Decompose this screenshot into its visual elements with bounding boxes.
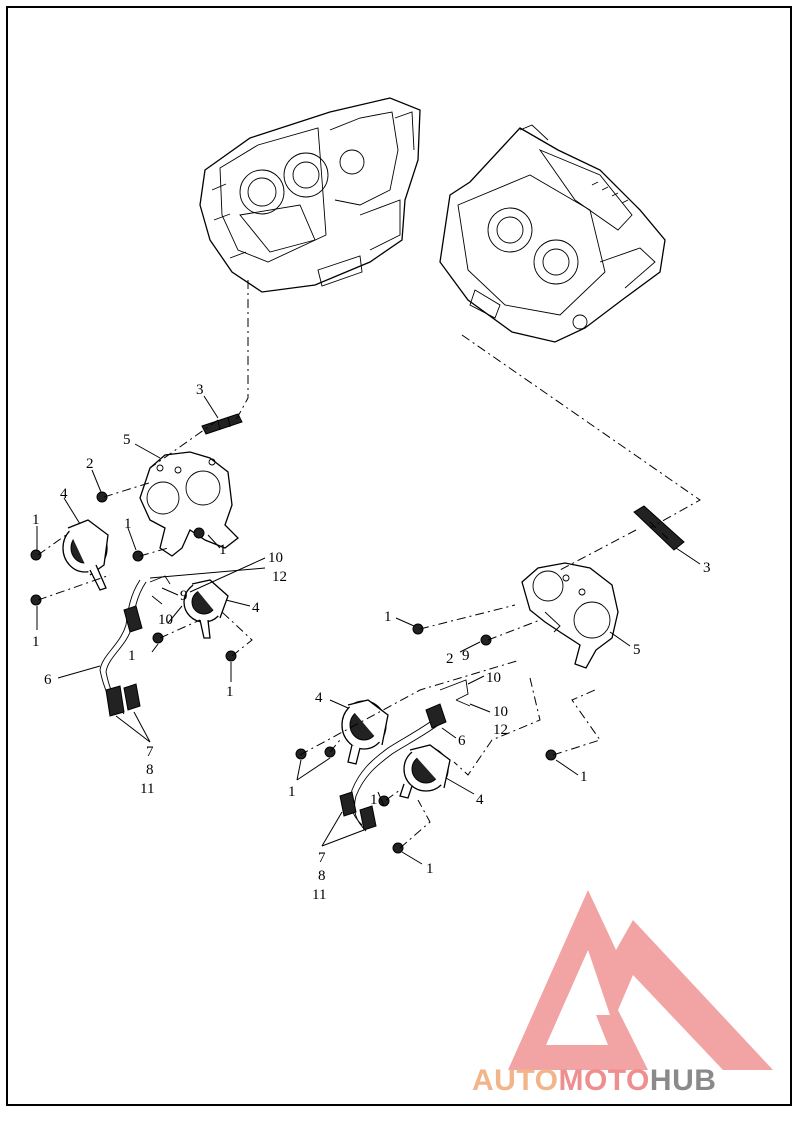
- left-sensor-4-upper: [62, 519, 109, 591]
- wordmark-hub: HUB: [649, 1064, 717, 1097]
- logo-wordmark: AUTOMOTOHUB: [472, 1064, 716, 1098]
- left-harness-6: [99, 575, 171, 717]
- callout-9: 9: [462, 648, 470, 664]
- logo-triangle-icon: [508, 890, 773, 1070]
- callout-1: 1: [426, 861, 434, 877]
- right-bracket-5: [521, 562, 619, 669]
- callout-4: 4: [60, 486, 68, 502]
- callout-6: 6: [44, 672, 52, 688]
- callout-1: 1: [128, 648, 136, 664]
- left-callouts: 3 5 2 4 1 1 1 1 10 12 9 10 4 1 1 6 7 8 1…: [32, 382, 287, 797]
- callout-7: 7: [318, 850, 326, 866]
- wordmark-moto: MOTO: [558, 1064, 650, 1097]
- callout-7: 7: [146, 744, 154, 760]
- left-cylinder-head: [199, 97, 421, 293]
- left-fasteners: [30, 491, 237, 662]
- callout-12: 12: [493, 722, 508, 738]
- callout-11: 11: [140, 781, 154, 797]
- callout-1: 1: [124, 516, 132, 532]
- right-cylinder-head: [439, 124, 666, 343]
- right-harness-6: [339, 679, 471, 832]
- callout-1: 1: [226, 684, 234, 700]
- callout-3: 3: [703, 560, 711, 576]
- callout-1: 1: [384, 609, 392, 625]
- right-sensor-4-lower: [399, 744, 451, 799]
- callout-1: 1: [370, 792, 378, 808]
- left-bracket-5: [139, 451, 239, 557]
- callout-9: 9: [180, 588, 188, 604]
- callout-1: 1: [288, 784, 296, 800]
- leader-lines: [36, 395, 701, 865]
- callout-12: 12: [272, 569, 287, 585]
- left-bracket-clip-3: [201, 413, 243, 435]
- right-sensor-4-upper: [341, 699, 389, 765]
- callout-1: 1: [32, 634, 40, 650]
- callout-1: 1: [580, 769, 588, 785]
- wordmark-auto: AUTO: [472, 1064, 559, 1097]
- callout-3: 3: [196, 382, 204, 398]
- callout-2: 2: [86, 456, 94, 472]
- callout-1: 1: [219, 542, 227, 558]
- callout-4: 4: [315, 690, 323, 706]
- callout-4: 4: [252, 600, 260, 616]
- callout-8: 8: [318, 868, 326, 884]
- callout-4: 4: [476, 792, 484, 808]
- right-bracket-clip-3: [633, 505, 685, 551]
- callout-10: 10: [268, 550, 283, 566]
- callout-10: 10: [493, 704, 508, 720]
- right-callouts: 3 1 5 2 9 10 4 10 12 6 1 1 1 4 7 8 11 1: [288, 560, 711, 903]
- callout-2: 2: [446, 651, 454, 667]
- callout-1: 1: [32, 512, 40, 528]
- callout-5: 5: [123, 432, 131, 448]
- callout-6: 6: [458, 733, 466, 749]
- right-fasteners: [295, 623, 557, 854]
- callout-10: 10: [486, 670, 501, 686]
- automotohub-logo: [508, 890, 773, 1070]
- callout-11: 11: [312, 887, 326, 903]
- assembly-dash-lines: [37, 280, 701, 849]
- left-sensor-4-lower: [183, 579, 229, 639]
- callout-5: 5: [633, 642, 641, 658]
- callout-10: 10: [158, 612, 173, 628]
- callout-8: 8: [146, 762, 154, 778]
